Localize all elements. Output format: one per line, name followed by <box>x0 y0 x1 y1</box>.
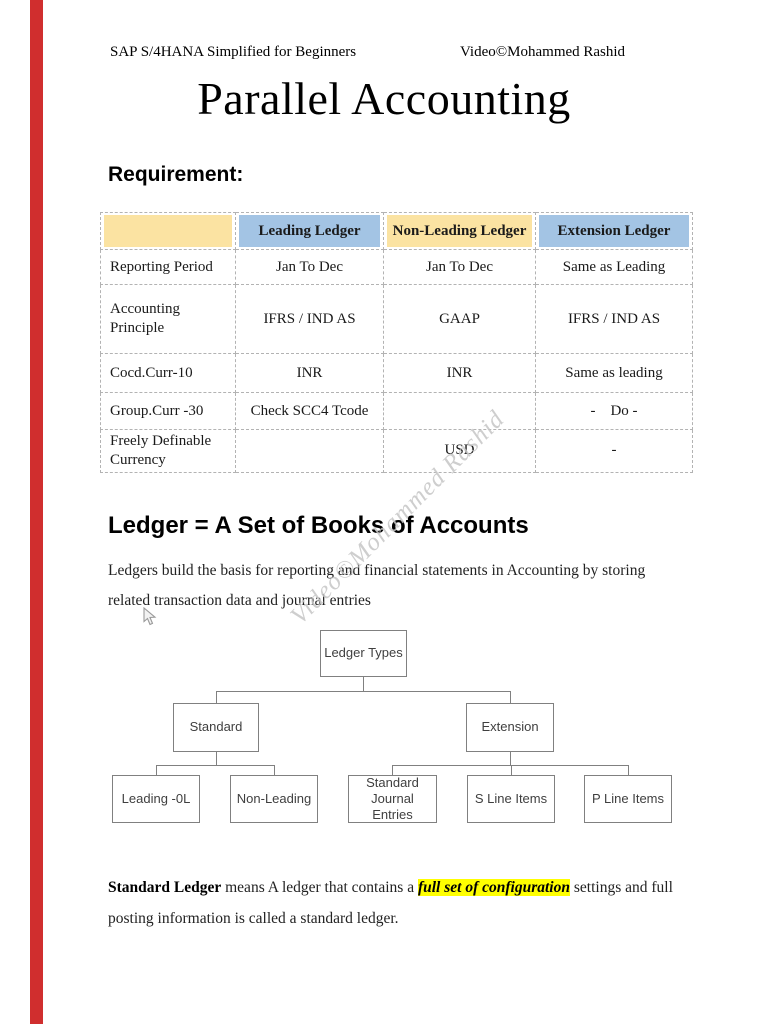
table-header-cell: Extension Ledger <box>535 212 693 250</box>
table-header-cell <box>100 212 236 250</box>
running-header-right: Video©Mohammed Rashid <box>460 44 626 60</box>
diagram-node-standard: Standard <box>173 703 259 752</box>
mouse-cursor-icon <box>143 607 157 626</box>
diagram-node-non-leading: Non-Leading <box>230 775 318 823</box>
paragraph-text: means A ledger that contains a <box>221 878 418 896</box>
connector-line <box>628 765 629 775</box>
table-cell: IFRS / IND AS <box>235 284 384 354</box>
row-label: Freely Definable Currency <box>100 429 236 473</box>
table-row: Freely Definable Currency USD - <box>100 429 693 473</box>
connector-line <box>363 677 364 691</box>
diagram-node-leading-0l: Leading -0L <box>112 775 200 823</box>
connector-line <box>510 691 511 703</box>
table-cell: USD <box>383 429 536 473</box>
table-header-label: Leading Ledger <box>239 215 380 247</box>
connector-line <box>392 765 393 775</box>
table-cell: INR <box>235 353 384 393</box>
requirement-heading: Requirement: <box>108 163 244 186</box>
standard-ledger-paragraph: Standard Ledger means A ledger that cont… <box>108 872 688 934</box>
connector-line <box>156 765 157 775</box>
table-cell: Check SCC4 Tcode <box>235 392 384 430</box>
highlighted-text: full set of configuration <box>417 878 570 896</box>
table-cell: IFRS / IND AS <box>535 284 693 354</box>
ledger-section-heading: Ledger = A Set of Books of Accounts <box>108 512 529 539</box>
table-cell <box>383 392 536 430</box>
table-cell: GAAP <box>383 284 536 354</box>
connector-line <box>216 752 217 765</box>
table-cell: - <box>535 429 693 473</box>
table-cell: - Do - <box>535 392 693 430</box>
connector-line <box>392 765 629 766</box>
table-cell <box>235 429 384 473</box>
table-row: Accounting Principle IFRS / IND AS GAAP … <box>100 284 693 354</box>
table-header-label <box>104 215 232 247</box>
diagram-node-ledger-types: Ledger Types <box>320 630 407 677</box>
table-cell: Same as leading <box>535 353 693 393</box>
table-cell: Same as Leading <box>535 249 693 285</box>
table-header-cell: Leading Ledger <box>235 212 384 250</box>
bold-lead-text: Standard Ledger <box>108 878 222 896</box>
table-header-cell: Non-Leading Ledger <box>383 212 536 250</box>
connector-line <box>216 691 217 703</box>
connector-line <box>216 691 510 692</box>
running-header-left: SAP S/4HANA Simplified for Beginners <box>110 44 357 60</box>
table-header-label: Extension Ledger <box>539 215 689 247</box>
table-row: Reporting Period Jan To Dec Jan To Dec S… <box>100 249 693 285</box>
table-header-label: Non-Leading Ledger <box>387 215 532 247</box>
diagram-node-p-line-items: P Line Items <box>584 775 672 823</box>
diagram-node-standard-journal-entries: Standard Journal Entries <box>348 775 437 823</box>
table-cell: INR <box>383 353 536 393</box>
paragraph-text: settings and full posting information is… <box>108 878 673 927</box>
row-label: Accounting Principle <box>100 284 236 354</box>
row-label: Group.Curr -30 <box>100 392 236 430</box>
row-label: Reporting Period <box>100 249 236 285</box>
diagram-node-s-line-items: S Line Items <box>467 775 555 823</box>
table-cell: Jan To Dec <box>235 249 384 285</box>
table-row: Group.Curr -30 Check SCC4 Tcode - Do - <box>100 392 693 430</box>
table-row: Cocd.Curr-10 INR INR Same as leading <box>100 353 693 393</box>
connector-line <box>274 765 275 775</box>
table-header-row: Leading Ledger Non-Leading Ledger Extens… <box>100 212 693 250</box>
page-title: Parallel Accounting <box>197 73 571 124</box>
ledger-section-paragraph: Ledgers build the basis for reporting an… <box>108 562 646 609</box>
requirement-table: Leading Ledger Non-Leading Ledger Extens… <box>100 212 693 473</box>
connector-line <box>511 765 512 775</box>
connector-line <box>510 752 511 765</box>
connector-line <box>156 765 275 766</box>
table-cell: Jan To Dec <box>383 249 536 285</box>
red-margin-bar <box>30 0 43 1024</box>
row-label: Cocd.Curr-10 <box>100 353 236 393</box>
diagram-node-extension: Extension <box>466 703 554 752</box>
